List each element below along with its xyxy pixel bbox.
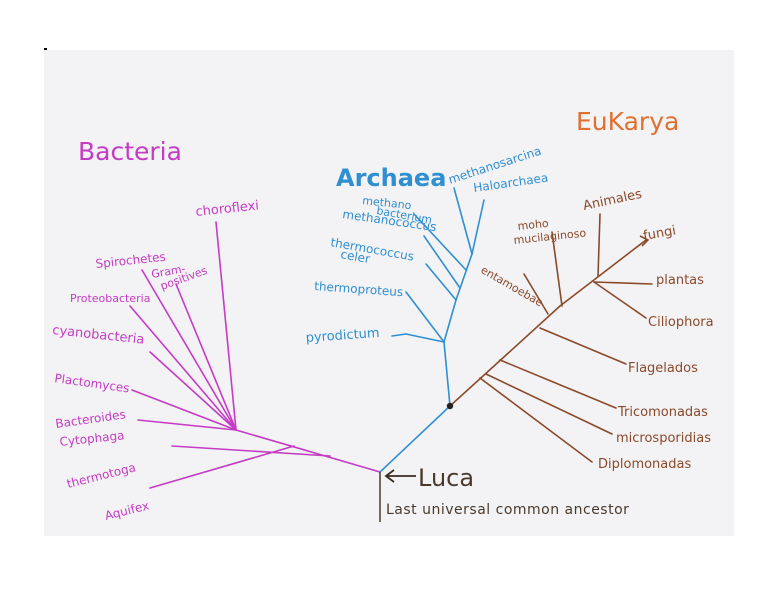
label-cyanobacteria: cyanobacteria [52,323,145,348]
archaea-branches [379,187,485,473]
corner-mark [44,48,47,50]
eukarya-trunk-2 [559,239,647,307]
bacteria-labels: choroflexi Spirochetes Gram- positives P… [52,198,260,523]
label-microsporidias: microsporidias [616,431,711,446]
luca-caption: Last universal common ancestor [386,502,629,518]
branch-microsporidias [485,373,613,435]
archaea-trunk-2 [443,299,457,343]
label-thermoproteus: thermoproteus [314,279,404,299]
fungi-arrow-icon [639,235,650,247]
label-diplomonadas: Diplomonadas [598,457,691,472]
branch-choroflexi [215,221,237,431]
label-gram: Gram- [150,262,186,281]
archaea-title: Archaea [336,164,446,192]
label-pyrodictum: pyrodictum [305,326,380,346]
label-methano: methano [362,194,413,212]
branch-gram-positives [175,283,237,431]
branch-animales [597,213,601,277]
branch-moho [551,231,563,307]
branch-methanococcus [423,235,461,289]
branch-entamoebae [523,273,549,315]
label-cytophaga: Cytophaga [59,428,125,449]
luca-arrow-icon [384,469,395,483]
archaea-trunk-1 [443,341,451,407]
label-flagelados: Flagelados [628,361,698,376]
label-tricomonadas: Tricomonadas [617,405,708,420]
branch-aquifex [149,445,295,489]
branch-tricomonadas [499,359,617,409]
label-thermotoga: thermotoga [65,460,137,491]
branch-thermococcus [425,263,457,301]
branch-ciliophora [593,281,647,319]
label-celer: celer [339,247,371,266]
eukarya-labels: Animales fungi moho mucilaginoso entamoe… [479,187,714,472]
luca-title: Luca [418,464,474,492]
label-entamoebae: entamoebae [479,263,546,309]
branch-haloarchaea [471,199,485,255]
branch-spirochetes [141,269,237,431]
label-aquifex: Aquifex [103,498,150,522]
label-plantas: plantas [656,273,704,288]
branch-planctomyces [131,389,237,431]
eukarya-branches [449,213,653,463]
label-fungi: fungi [642,223,677,243]
branch-plantas [593,281,653,285]
branch-thermotoga [171,445,331,457]
paper-sheet [44,50,734,536]
root-node [446,402,454,410]
bacteria-trunk [235,429,381,473]
branch-pyrodictum [405,333,445,343]
archaea-labels: methanosarcina Haloarchaea methano bacte… [305,144,549,346]
branch-methanobacterium [413,213,467,271]
archaea-stem [379,405,451,473]
branch-cyanobacteria [149,351,237,431]
archaea-trunk-3 [455,253,473,301]
label-bacteroides: Bacteroides [54,407,126,431]
eukarya-title: EuKarya [576,107,679,136]
label-planctomyces: Plactomyces [54,371,131,395]
label-proteobacteria: Proteobacteria [70,292,150,305]
branch-pyrodictum-tip [391,333,407,337]
eukarya-trunk-1 [449,305,561,407]
branch-methanosarcina [453,187,473,255]
label-animales: Animales [582,187,644,214]
branch-flagelados [539,327,627,365]
bacteria-branches [129,221,381,489]
branch-proteobacteria [129,305,237,431]
label-choroflexi: choroflexi [195,198,260,220]
bacteria-title: Bacteria [78,137,182,166]
branch-diplomonadas [479,377,593,463]
label-moho: moho [517,217,550,233]
branch-thermoproteus [405,291,445,343]
branch-bacteroides [137,419,237,431]
label-ciliophora: Ciliophora [648,315,714,330]
